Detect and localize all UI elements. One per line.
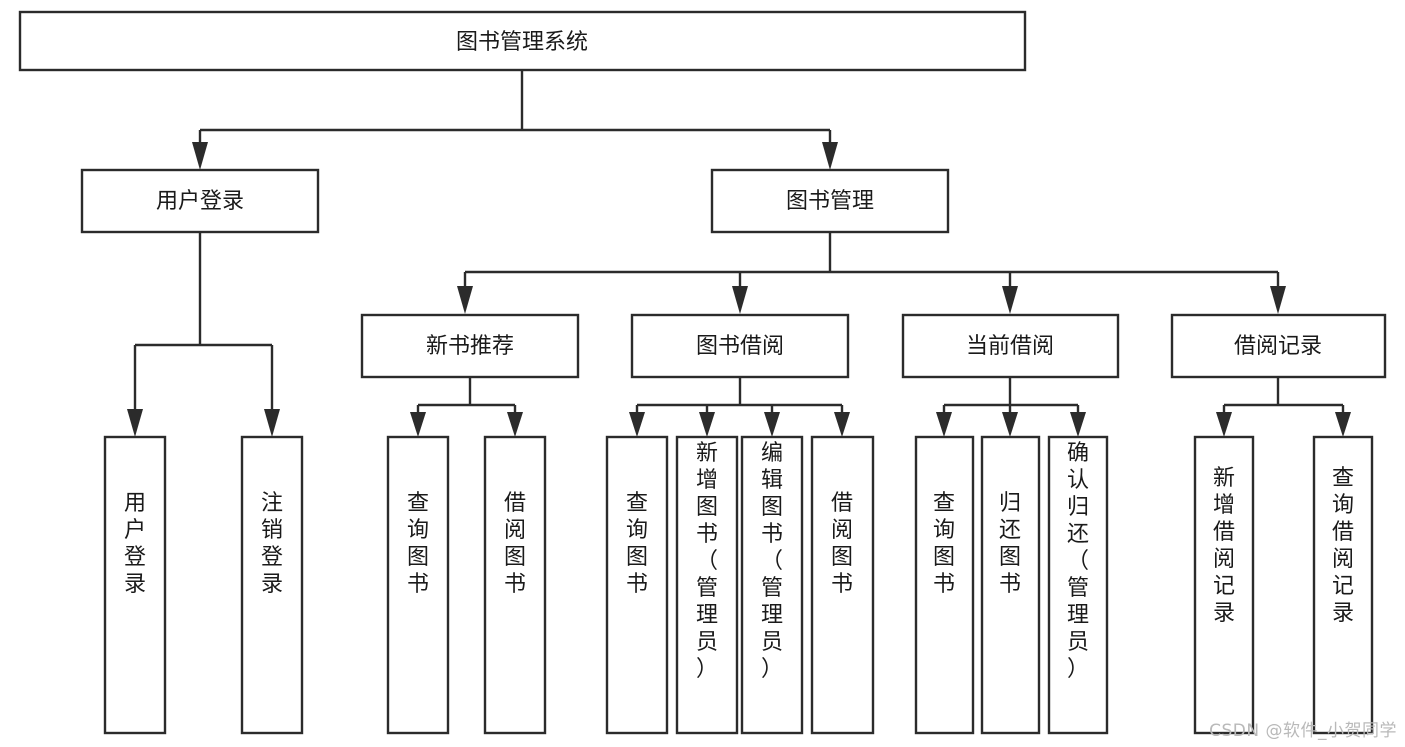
leaf-label-user-login-logout: 注销登录 [261,491,283,597]
arrow-head-new-book [457,286,473,314]
arrow-head-book-borrow [732,286,748,314]
leaf-label-newbook-borrow: 借阅图书 [504,491,526,597]
arrow-head-bookborrow-leaf3 [764,412,780,437]
arrow-head-newbook-leaf2 [507,412,523,437]
node-current-borrow-label: 当前借阅 [966,334,1054,359]
leaf-box-user-login-login[interactable] [103,435,167,735]
node-book-management[interactable]: 图书管理 [710,168,950,234]
leaf-label-bookborrow-query: 查询图书 [626,491,648,597]
connector-group-borrow-record [1216,377,1351,437]
leaf-label-bookborrow-edit: 编辑图书（管理员） [761,441,783,682]
arrow-head-current-borrow [1002,286,1018,314]
leaf-label-currentborrow-confirm: 确认归还（管理员） [1067,441,1089,682]
node-new-book-recommend-label: 新书推荐 [426,334,514,359]
leaf-node-currentborrow-confirm[interactable]: 确认归还（管理员） [1047,435,1109,735]
connector-group-book-borrow [629,377,850,437]
leaf-label-currentborrow-return: 归还图书 [999,491,1021,597]
node-new-book-recommend-box[interactable] [360,313,580,379]
leaf-node-bookborrow-query[interactable]: 查询图书 [605,435,669,735]
arrow-head-borrowrecord-leaf1 [1216,412,1232,437]
connector-group-book-management [457,232,1286,314]
node-book-management-box[interactable] [710,168,950,234]
leaf-node-currentborrow-query[interactable]: 查询图书 [914,435,975,735]
leaf-node-bookborrow-add[interactable]: 新增图书（管理员） [675,435,739,735]
arrow-head-bookborrow-leaf2 [699,412,715,437]
arrow-head-currentborrow-leaf1 [936,412,952,437]
node-borrow-record[interactable]: 借阅记录 [1170,313,1387,379]
leaf-box-newbook-borrow[interactable] [483,435,547,735]
leaf-label-borrowrecord-query: 查询借阅记录 [1332,466,1354,626]
leaf-label-currentborrow-query: 查询图书 [933,491,955,597]
arrow-head-currentborrow-leaf3 [1070,412,1086,437]
arrow-head-bookborrow-leaf1 [629,412,645,437]
node-user-login-label: 用户登录 [156,189,244,214]
node-root-label: 图书管理系统 [456,30,588,55]
leaf-box-newbook-query[interactable] [386,435,450,735]
leaf-node-newbook-query[interactable]: 查询图书 [386,435,450,735]
arrow-head-newbook-leaf1 [410,412,426,437]
leaf-box-currentborrow-return[interactable] [980,435,1041,735]
leaf-node-borrowrecord-add[interactable]: 新增借阅记录 [1193,435,1255,735]
arrow-head-userlogin-leaf2 [264,409,280,437]
leaf-box-currentborrow-confirm[interactable] [1047,435,1109,735]
node-current-borrow-box[interactable] [901,313,1120,379]
leaf-box-borrowrecord-query[interactable] [1312,435,1374,735]
node-book-borrow[interactable]: 图书借阅 [630,313,850,379]
leaf-label-bookborrow-add: 新增图书（管理员） [696,441,718,682]
node-root-box[interactable] [18,10,1027,72]
node-current-borrow[interactable]: 当前借阅 [901,313,1120,379]
node-root-book-management-system[interactable]: 图书管理系统 [18,10,1027,72]
arrow-head-bookborrow-leaf4 [834,412,850,437]
leaf-label-borrowrecord-add: 新增借阅记录 [1213,466,1235,626]
leaf-node-bookborrow-borrow[interactable]: 借阅图书 [810,435,875,735]
leaf-box-borrowrecord-add[interactable] [1193,435,1255,735]
leaf-box-currentborrow-query[interactable] [914,435,975,735]
leaf-node-currentborrow-return[interactable]: 归还图书 [980,435,1041,735]
node-book-management-label: 图书管理 [786,189,874,214]
arrow-head-borrowrecord-leaf2 [1335,412,1351,437]
leaf-label-bookborrow-borrow: 借阅图书 [831,491,853,597]
connector-group-root [192,70,838,170]
leaf-node-bookborrow-edit[interactable]: 编辑图书（管理员） [740,435,804,735]
leaf-box-bookborrow-add[interactable] [675,435,739,735]
leaf-box-bookborrow-query[interactable] [605,435,669,735]
leaf-box-bookborrow-edit[interactable] [740,435,804,735]
connector-group-new-book-recommend [410,377,523,437]
node-book-borrow-label: 图书借阅 [696,334,784,359]
arrow-head-book-mgmt [822,142,838,170]
node-borrow-record-label: 借阅记录 [1234,334,1322,359]
leaf-node-user-login-logout[interactable]: 注销登录 [240,435,304,735]
node-new-book-recommend[interactable]: 新书推荐 [360,313,580,379]
arrow-head-user-login [192,142,208,170]
leaf-node-newbook-borrow[interactable]: 借阅图书 [483,435,547,735]
node-book-borrow-box[interactable] [630,313,850,379]
arrow-head-borrow-record [1270,286,1286,314]
leaf-node-borrowrecord-query[interactable]: 查询借阅记录 [1312,435,1374,735]
connector-group-current-borrow [936,377,1086,437]
arrow-head-currentborrow-leaf2 [1002,412,1018,437]
connector-group-user-login [127,232,280,437]
leaf-label-newbook-query: 查询图书 [407,491,429,597]
leaf-node-user-login-login[interactable]: 用户登录 [103,435,167,735]
leaf-box-bookborrow-borrow[interactable] [810,435,875,735]
node-borrow-record-box[interactable] [1170,313,1387,379]
leaf-label-user-login-login: 用户登录 [124,491,146,597]
node-user-login[interactable]: 用户登录 [80,168,320,234]
arrow-head-userlogin-leaf1 [127,409,143,437]
node-user-login-box[interactable] [80,168,320,234]
leaf-box-user-login-logout[interactable] [240,435,304,735]
